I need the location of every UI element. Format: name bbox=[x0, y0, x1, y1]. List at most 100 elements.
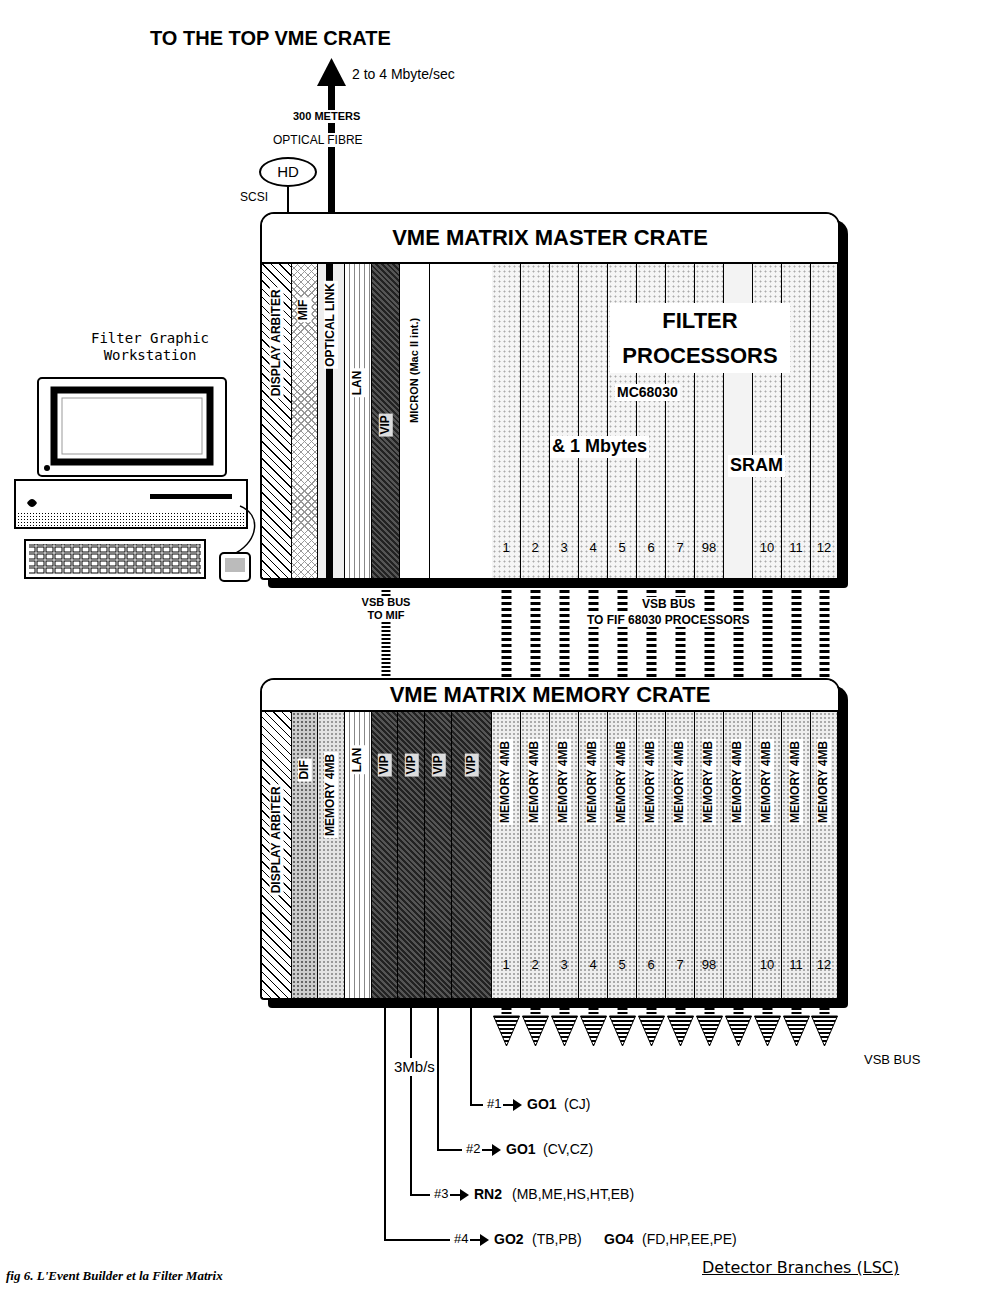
bus-connector bbox=[382, 578, 391, 678]
vme-board: DISPLAY ARBITER bbox=[262, 712, 292, 998]
board-label: VIP bbox=[465, 753, 479, 776]
annotation-label: (CV,CZ) bbox=[541, 1141, 595, 1158]
workstation-label: Filter Graphic Workstation bbox=[70, 330, 230, 364]
board-label: MEMORY 4MB bbox=[324, 752, 338, 838]
bus-connector bbox=[560, 578, 570, 678]
processor-board: 2 bbox=[521, 264, 550, 578]
board-label: MEMORY 4MB bbox=[644, 739, 658, 825]
vme-board: OPTICAL LINK bbox=[318, 264, 345, 578]
branch-arrow-heads bbox=[460, 1099, 522, 1246]
processor-board: 3 bbox=[550, 264, 579, 578]
mouse bbox=[220, 553, 250, 581]
board-label: LAN bbox=[351, 746, 365, 775]
board-label: VIP bbox=[379, 413, 393, 436]
slot-number: 10 bbox=[753, 540, 781, 556]
board-label: DISPLAY ARBITER bbox=[270, 287, 284, 398]
memory-board: MEMORY 4MB 1 bbox=[492, 712, 521, 998]
bus-arrow bbox=[755, 1016, 781, 1046]
vme-board: DIF bbox=[292, 712, 318, 998]
bus-arrow bbox=[784, 1016, 810, 1046]
screen-inner bbox=[62, 398, 202, 454]
vme-board: LAN bbox=[345, 712, 372, 998]
bus-connector bbox=[792, 578, 802, 678]
memory-board: MEMORY 4MB 6 bbox=[637, 712, 666, 998]
filter-label: MC68030 bbox=[615, 384, 680, 401]
bus-stub bbox=[734, 1000, 744, 1016]
bus-arrow bbox=[726, 1016, 752, 1046]
monitor-knob bbox=[44, 465, 50, 471]
slot-number: 11 bbox=[782, 957, 810, 973]
slot-number: 6 bbox=[637, 540, 665, 556]
branch-arrow bbox=[450, 1194, 461, 1196]
base-stipple bbox=[16, 512, 246, 527]
slot-number: 3 bbox=[550, 540, 578, 556]
board-label: MEMORY 4MB bbox=[731, 739, 745, 825]
slot-number: 2 bbox=[521, 957, 549, 973]
fibre-shaft bbox=[328, 82, 335, 214]
fibre-head bbox=[317, 58, 346, 86]
bus-stub bbox=[589, 1000, 599, 1016]
board-label: MEMORY 4MB bbox=[702, 739, 716, 825]
slot-number: 10 bbox=[753, 957, 781, 973]
computer-base bbox=[15, 480, 247, 528]
board-label: MEMORY 4MB bbox=[817, 739, 831, 825]
annotation-label: VSB BUS bbox=[862, 1052, 922, 1068]
annotation-label: (TB,PB) bbox=[530, 1231, 584, 1248]
memory-board: MEMORY 4MB 3 bbox=[550, 712, 579, 998]
mouse-button bbox=[225, 558, 245, 572]
disk-ellipse: HD bbox=[259, 157, 317, 187]
bus-stub bbox=[792, 1000, 802, 1016]
bus-connector bbox=[589, 578, 599, 678]
vme-board: VIP bbox=[425, 712, 452, 998]
memory-board: MEMORY 4MB98 bbox=[695, 712, 724, 998]
board-label: MEMORY 4MB bbox=[615, 739, 629, 825]
vsb-bus-arrows bbox=[494, 1000, 838, 1046]
bus-connector bbox=[763, 578, 773, 678]
slot-number: 3 bbox=[550, 957, 578, 973]
board-label: LAN bbox=[351, 369, 365, 398]
vme-board: VIP bbox=[372, 712, 398, 998]
vme-board: MIF bbox=[292, 264, 318, 578]
annotation-label: RN2 bbox=[472, 1186, 504, 1203]
bus-connector bbox=[676, 578, 686, 678]
bus-arrow bbox=[581, 1016, 607, 1046]
board-label: VIP bbox=[378, 753, 392, 776]
branch-arrow bbox=[482, 1149, 493, 1151]
vme-board: VIP bbox=[452, 712, 492, 998]
annotation-label: #3 bbox=[432, 1186, 450, 1202]
bus-connector bbox=[502, 578, 512, 678]
arrow-head bbox=[492, 1144, 501, 1156]
bus-connector bbox=[820, 578, 830, 678]
board-label: MEMORY 4MB bbox=[557, 739, 571, 825]
board-label: MEMORY 4MB bbox=[586, 739, 600, 825]
annotation-label: OPTICAL FIBRE bbox=[271, 133, 365, 147]
slot-number: 2 bbox=[521, 540, 549, 556]
annotation-label: (FD,HP,EE,PE) bbox=[640, 1231, 739, 1248]
keyboard-keys bbox=[29, 544, 201, 574]
bus-arrow bbox=[668, 1016, 694, 1046]
bus-stub bbox=[560, 1000, 570, 1016]
bus-arrow bbox=[523, 1016, 549, 1046]
processor-board: 1 bbox=[492, 264, 521, 578]
board-label: MEMORY 4MB bbox=[499, 739, 513, 825]
bus-stub bbox=[502, 1000, 512, 1016]
branch-wire bbox=[411, 1000, 430, 1195]
arrow-head bbox=[460, 1189, 469, 1201]
slot-number: 1 bbox=[492, 957, 520, 973]
slot-number: 7 bbox=[666, 957, 694, 973]
slot-number: 5 bbox=[608, 957, 636, 973]
slot-number: 6 bbox=[637, 957, 665, 973]
vsb-bus-line bbox=[734, 578, 744, 678]
annotation-label: GO4 bbox=[602, 1231, 636, 1248]
keyboard bbox=[25, 540, 205, 578]
connector-label: SCSI bbox=[238, 190, 270, 204]
monitor-screen bbox=[54, 390, 210, 462]
vme-crate: VME MATRIX MASTER CRATEFILTER PROCESSORS… bbox=[260, 212, 840, 580]
branch-wire bbox=[438, 1000, 462, 1150]
board-label: MEMORY 4MB bbox=[760, 739, 774, 825]
filter-label: & 1 Mbytes bbox=[550, 436, 649, 458]
board-label: DIF bbox=[298, 758, 312, 781]
bus-arrow bbox=[639, 1016, 665, 1046]
memory-board: MEMORY 4MB4 bbox=[579, 712, 608, 998]
